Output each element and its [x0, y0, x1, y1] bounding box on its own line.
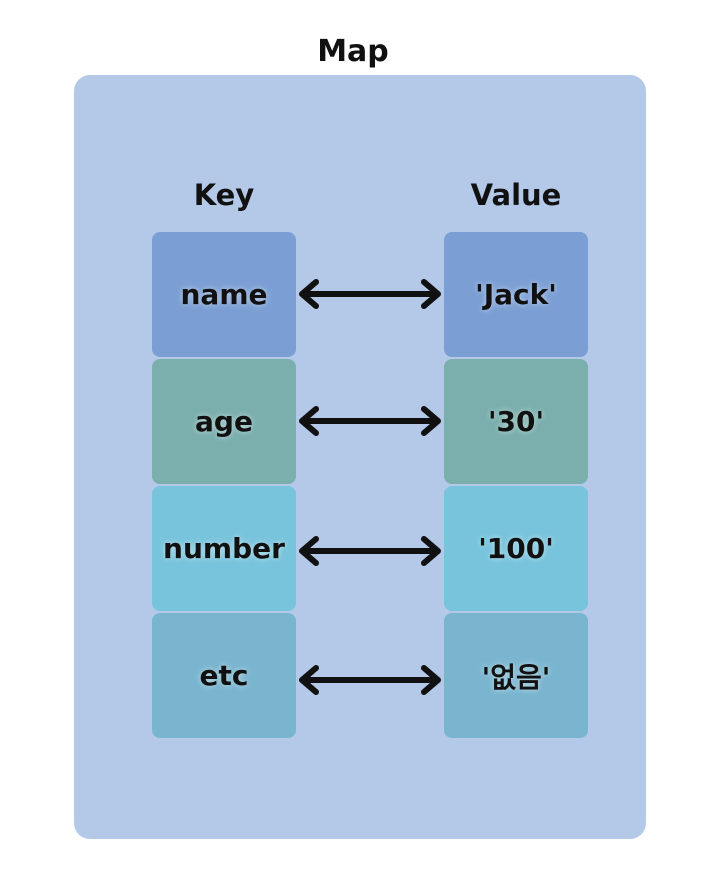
- bidirectional-arrow-icon: [299, 536, 441, 566]
- key-cell-etc: etc: [152, 613, 296, 738]
- key-cell-name: name: [152, 232, 296, 357]
- diagram-title: Map: [317, 34, 389, 69]
- bidirectional-arrow-icon: [299, 279, 441, 309]
- key-cell-age: age: [152, 359, 296, 484]
- bidirectional-arrow-icon: [299, 406, 441, 436]
- value-cell-name: 'Jack': [444, 232, 588, 357]
- bidirectional-arrow-icon: [299, 665, 441, 695]
- key-cell-number: number: [152, 486, 296, 611]
- value-column-header: Value: [470, 178, 562, 212]
- value-cell-age: '30': [444, 359, 588, 484]
- key-column-header: Key: [193, 178, 255, 212]
- value-cell-number: '100': [444, 486, 588, 611]
- value-cell-etc: '없음': [444, 613, 588, 738]
